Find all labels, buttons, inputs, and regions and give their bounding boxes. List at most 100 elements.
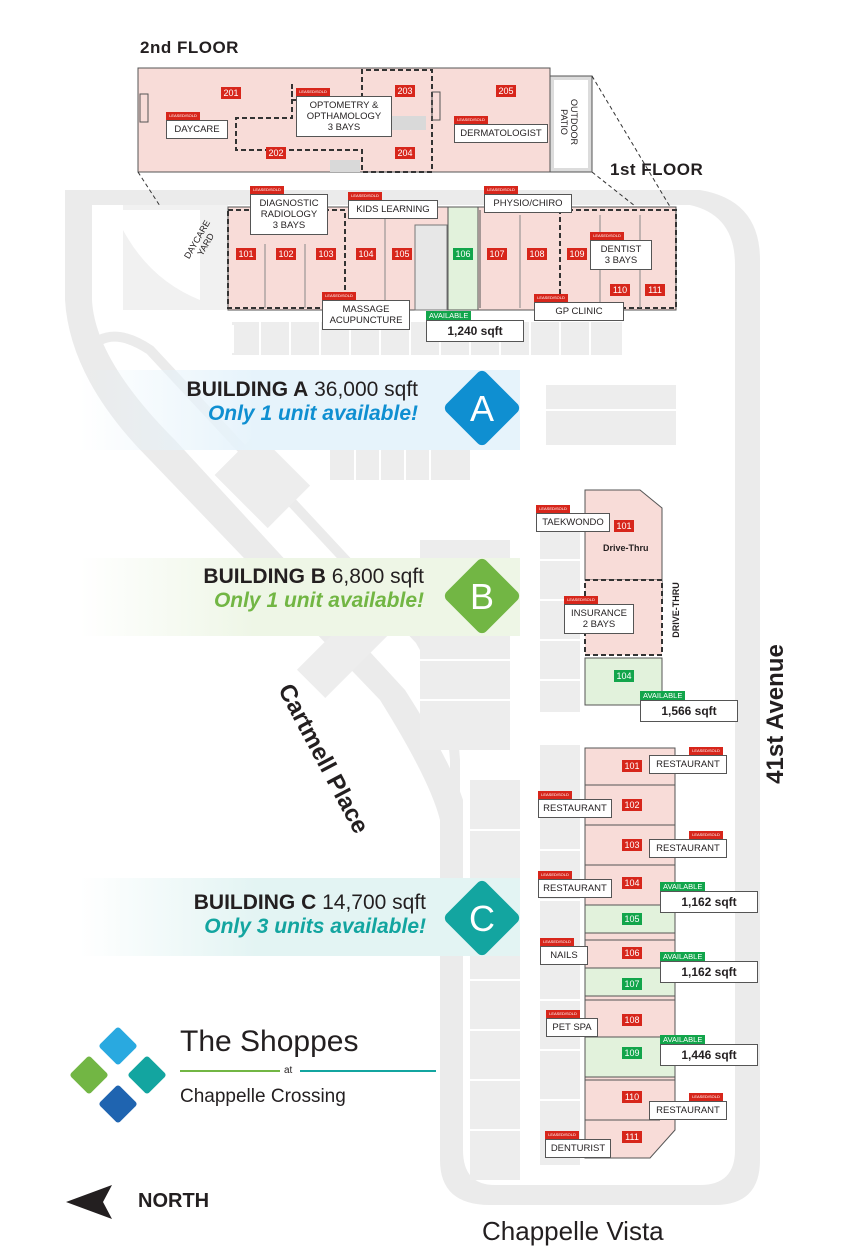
second-floor-label: 2nd FLOOR [140, 38, 239, 57]
building-c-tenant-5-leased-tag: LEASED/SOLD [540, 938, 574, 946]
building-c-unit-103: 103 [622, 839, 642, 851]
building-b-unit-101: 101 [614, 520, 634, 532]
building-c-tenant-7: RESTAURANT [649, 1101, 727, 1120]
building-a-tenant-3: PHYSIO/CHIRO [484, 194, 572, 213]
logo-subtitle: Chappelle Crossing [180, 1086, 346, 1107]
building-c-unit-106: 106 [622, 947, 642, 959]
building-a-availability: Only 1 unit available! [207, 402, 418, 425]
building-a-unit-105: 105 [392, 248, 412, 260]
north-label: NORTH [138, 1190, 210, 1212]
drive-thru-lane-label: DRIVE-THRU [670, 582, 681, 638]
north-arrow-icon [66, 1185, 112, 1219]
building-b-badge: B [444, 558, 520, 634]
building-c-size: 14,700 sqft [316, 891, 426, 914]
first-floor-label: 1st FLOOR [610, 160, 704, 179]
building-c-available-area-3: 1,446 sqft [660, 1044, 758, 1066]
building-c-unit-109: 109 [622, 1047, 642, 1059]
building-c-tenant-4-leased-tag: LEASED/SOLD [538, 871, 572, 879]
building-b-available-area-available-tag: AVAILABLE [640, 691, 686, 700]
building-b-tenant-1-leased-tag: LEASED/SOLD [536, 505, 570, 513]
building-c-available-area-2-available-tag: AVAILABLE [660, 952, 706, 961]
building-c-unit-102: 102 [622, 799, 642, 811]
building-c-available-area-1: 1,162 sqft [660, 891, 758, 913]
second-floor-tenant-2: OPTOMETRY & OPTHAMOLOGY 3 BAYS [296, 96, 392, 137]
building-a-tenant-6: GP CLINIC [534, 302, 624, 321]
road-chappelle-vista: Chappelle Vista [482, 1216, 664, 1246]
logo-mark [70, 1027, 166, 1123]
building-a-unit-103: 103 [316, 248, 336, 260]
building-c-tenant-8: DENTURIST [545, 1139, 611, 1158]
building-a-tenant-1: DIAGNOSTIC RADIOLOGY 3 BAYS [250, 194, 328, 235]
second-floor-tenant-1-leased-tag: LEASED/SOLD [166, 112, 200, 120]
building-b-tenant-2: INSURANCE 2 BAYS [564, 604, 634, 634]
building-c-tenant-5: NAILS [540, 946, 588, 965]
second-floor-unit-204: 204 [395, 147, 415, 159]
building-a-badge: A [444, 370, 520, 446]
building-a-available-area: 1,240 sqft [426, 320, 524, 342]
building-c-available-area-3-available-tag: AVAILABLE [660, 1035, 706, 1044]
outdoor-patio-label: OUTDOOR PATIO [559, 99, 579, 145]
building-b-available-area: 1,566 sqft [640, 700, 738, 722]
building-c-tenant-6-leased-tag: LEASED/SOLD [546, 1010, 580, 1018]
building-b-badge-letter: B [470, 576, 494, 617]
building-c-tenant-3: RESTAURANT [649, 839, 727, 858]
building-b-drive-thru-label: Drive-Thru [603, 543, 649, 553]
building-a-unit-101: 101 [236, 248, 256, 260]
building-c-unit-104: 104 [622, 877, 642, 889]
second-floor-unit-203: 203 [395, 85, 415, 97]
building-a-heading: BUILDING A 36,000 sqft Only 1 unit avail… [136, 378, 418, 426]
logo-title: The Shoppes [180, 1025, 359, 1058]
building-a-unit-111: 111 [645, 284, 665, 296]
second-floor-unit-205: 205 [496, 85, 516, 97]
building-c-unit-101: 101 [622, 760, 642, 772]
building-b-name: BUILDING B [203, 565, 326, 588]
building-b-tenant-2-leased-tag: LEASED/SOLD [564, 596, 598, 604]
building-c-tenant-4: RESTAURANT [538, 879, 612, 898]
building-c-tenant-1: RESTAURANT [649, 755, 727, 774]
building-c-badge: C [444, 880, 520, 956]
building-a-unit-110: 110 [610, 284, 630, 296]
building-a-tenant-4-leased-tag: LEASED/SOLD [590, 232, 624, 240]
building-a-unit-106: 106 [453, 248, 473, 260]
building-a-name: BUILDING A [186, 378, 309, 401]
building-a-tenant-2: KIDS LEARNING [348, 200, 438, 219]
building-c-tenant-7-leased-tag: LEASED/SOLD [689, 1093, 723, 1101]
building-c-unit-111: 111 [622, 1131, 642, 1143]
building-c-unit-107: 107 [622, 978, 642, 990]
building-a-tenant-3-leased-tag: LEASED/SOLD [484, 186, 518, 194]
building-c-available-area-1-available-tag: AVAILABLE [660, 882, 706, 891]
building-c-name: BUILDING C [193, 891, 317, 914]
building-a-tenant-5-leased-tag: LEASED/SOLD [322, 292, 356, 300]
second-floor-tenant-3-leased-tag: LEASED/SOLD [454, 116, 488, 124]
building-a-available-area-available-tag: AVAILABLE [426, 311, 472, 320]
building-b-availability: Only 1 unit available! [213, 589, 424, 612]
second-floor-tenant-1: DAYCARE [166, 120, 228, 139]
building-b-unit-104: 104 [614, 670, 634, 682]
building-a-badge-letter: A [470, 388, 494, 429]
building-c-tenant-1-leased-tag: LEASED/SOLD [689, 747, 723, 755]
building-c-available-area-2: 1,162 sqft [660, 961, 758, 983]
second-floor-tenant-2-leased-tag: LEASED/SOLD [296, 88, 330, 96]
second-floor-unit-202: 202 [266, 147, 286, 159]
building-c-availability: Only 3 units available! [204, 915, 426, 938]
logo-at: at [284, 1065, 293, 1076]
building-c-unit-105: 105 [622, 913, 642, 925]
building-a-tenant-5: MASSAGE ACUPUNCTURE [322, 300, 410, 330]
building-c-badge-letter: C [469, 898, 495, 939]
building-a-tenant-1-leased-tag: LEASED/SOLD [250, 186, 284, 194]
building-a-unit-108: 108 [527, 248, 547, 260]
building-a-unit-102: 102 [276, 248, 296, 260]
building-b-tenant-1: TAEKWONDO [536, 513, 610, 532]
building-c-tenant-8-leased-tag: LEASED/SOLD [545, 1131, 579, 1139]
building-c-tenant-2-leased-tag: LEASED/SOLD [538, 791, 572, 799]
building-b-size: 6,800 sqft [325, 565, 424, 588]
stall-lines [259, 322, 676, 1131]
building-c-tenant-3-leased-tag: LEASED/SOLD [689, 831, 723, 839]
building-b-heading: BUILDING B 6,800 sqft Only 1 unit availa… [136, 565, 424, 613]
building-c-unit-110: 110 [622, 1091, 642, 1103]
building-a-unit-109: 109 [567, 248, 587, 260]
building-c-tenant-2: RESTAURANT [538, 799, 612, 818]
second-floor-tenant-3: DERMATOLOGIST [454, 124, 548, 143]
building-a-unit-104: 104 [356, 248, 376, 260]
